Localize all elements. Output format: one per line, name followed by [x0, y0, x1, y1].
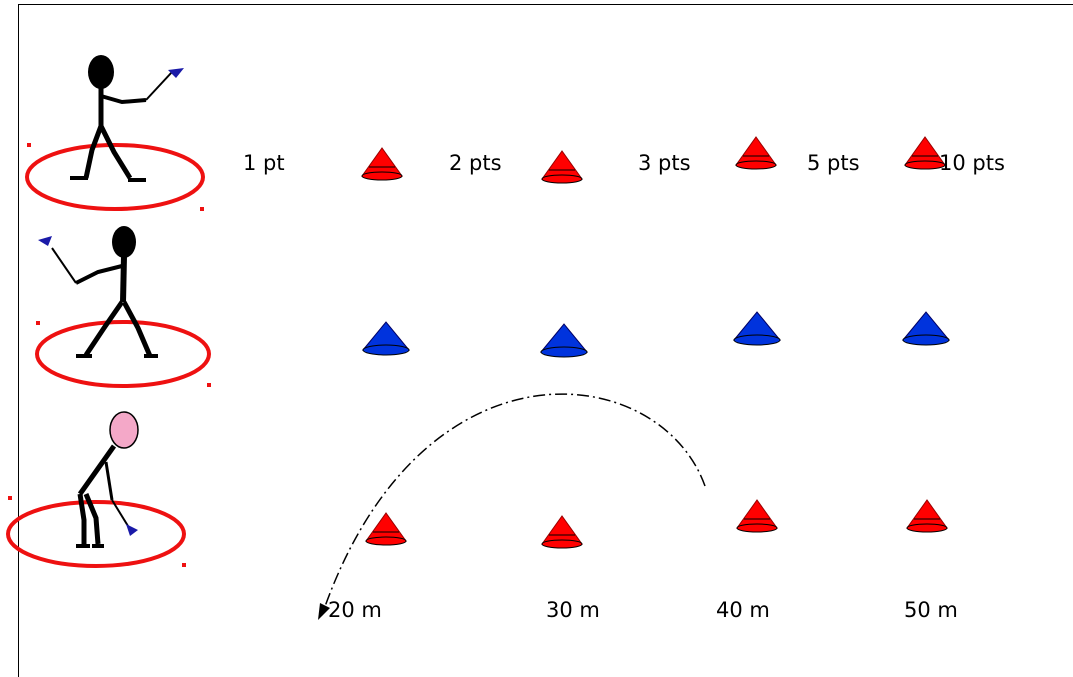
red-cone-icon [736, 499, 778, 533]
throw-circle [25, 143, 205, 211]
arrowhead-icon [318, 603, 330, 620]
points-label-3: 3 pts [638, 151, 691, 175]
blue-cone-icon [539, 323, 589, 358]
throw-circle [35, 320, 211, 388]
circle-marker [207, 383, 211, 387]
distance-label-1: 20 m [328, 598, 382, 622]
stick-figure-icon [70, 55, 184, 182]
red-cone-icon [541, 515, 583, 549]
frame-left-border [18, 4, 19, 677]
red-cone-icon [904, 136, 946, 170]
distance-label-2: 30 m [546, 598, 600, 622]
red-cone-icon [541, 150, 583, 184]
red-cone-icon [361, 147, 403, 181]
thrower-1 [25, 55, 205, 211]
blue-cone-icon [732, 311, 782, 346]
distance-label-4: 50 m [904, 598, 958, 622]
throw-circle [6, 500, 186, 568]
points-label-1: 1 pt [243, 151, 285, 175]
points-label-5: 10 pts [939, 151, 1005, 175]
frame-top-border [18, 4, 1073, 5]
stick-figure-icon [38, 226, 158, 358]
circle-marker [36, 321, 40, 325]
circle-marker [182, 563, 186, 567]
stick-figure-icon [76, 411, 139, 548]
blue-cone-icon [361, 321, 411, 356]
points-label-4: 5 pts [807, 151, 860, 175]
thrower-3 [6, 411, 186, 568]
circle-marker [27, 143, 31, 147]
distance-label-3: 40 m [716, 598, 770, 622]
circle-marker [200, 207, 204, 211]
red-cone-icon [906, 499, 948, 533]
throw-arc-icon [321, 393, 706, 616]
thrower-2 [35, 226, 211, 388]
circle-marker [8, 496, 12, 500]
blue-cone-icon [901, 311, 951, 346]
red-cone-icon [735, 136, 777, 170]
red-cone-icon [365, 512, 407, 546]
points-label-2: 2 pts [449, 151, 502, 175]
